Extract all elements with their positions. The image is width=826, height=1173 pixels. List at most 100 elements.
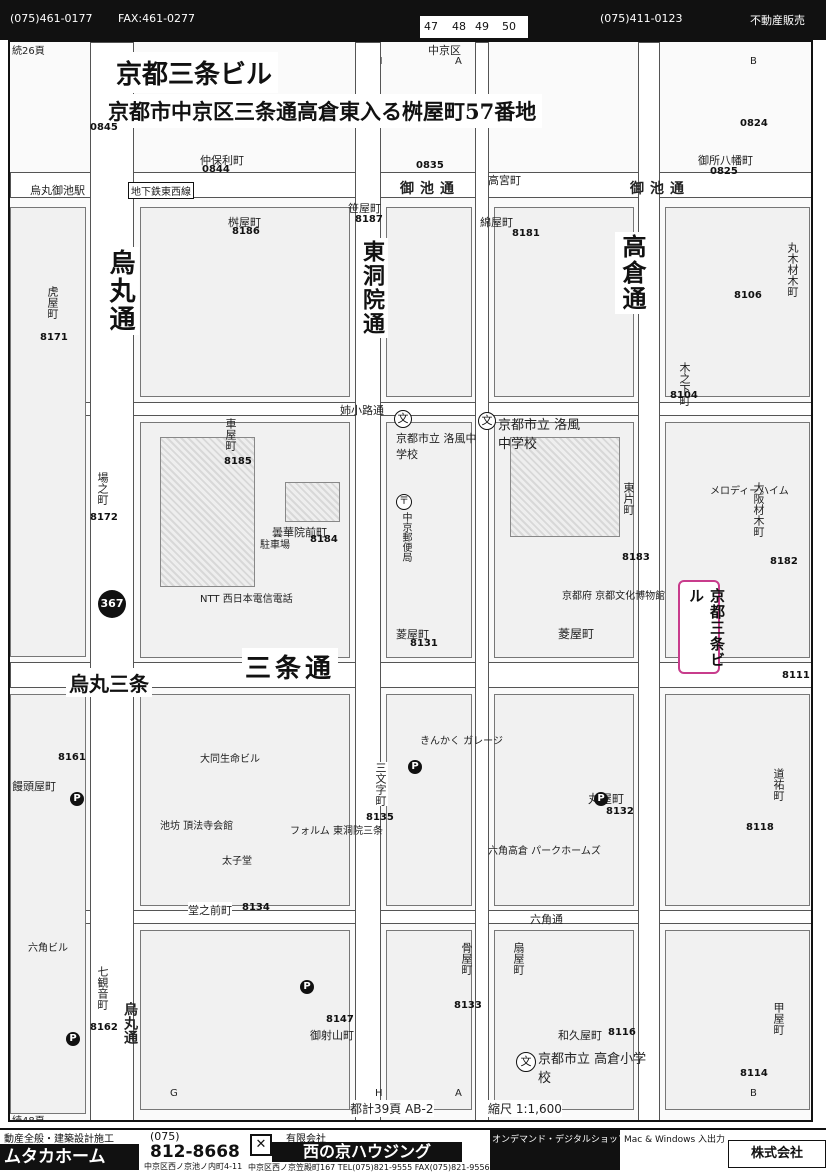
rokkaku-building[interactable]: 六角ビル xyxy=(28,943,68,954)
town-sanmonji: 三文字町 xyxy=(372,762,388,806)
town-code: 8147 xyxy=(326,1014,354,1025)
header-tel-right: (075)411-0123 xyxy=(600,12,683,25)
town-code: 8172 xyxy=(90,512,118,523)
school-icon: 文 xyxy=(478,412,496,430)
town-dounomae: 堂之前町 xyxy=(188,902,232,918)
ad-left-tel-area: (075) xyxy=(150,1130,180,1143)
street-higashinotoin: 東洞院通 xyxy=(356,238,388,338)
header-right-note: 不動産販売 xyxy=(750,14,805,27)
town-code: 8116 xyxy=(608,1027,636,1038)
street-oike: 御池通 xyxy=(400,181,460,197)
map-block xyxy=(386,207,472,397)
map-scale: 縮尺 1:1,600 xyxy=(488,1100,562,1117)
map-block xyxy=(386,930,472,1110)
town-code: 0835 xyxy=(416,160,444,171)
map-block xyxy=(140,207,350,397)
grid-letter: B xyxy=(750,1088,757,1099)
town-code: 8162 xyxy=(90,1022,118,1033)
town-shichikannon: 七観音町 xyxy=(94,966,110,1010)
school-rakufu-left[interactable]: 京都市立 洛風中学校 xyxy=(396,432,477,461)
street-oike-east: 御池通 xyxy=(630,181,690,197)
header-fax-left: FAX:461-0277 xyxy=(118,12,196,25)
street-sanjo: 三条通 xyxy=(242,648,339,685)
town-code: 8132 xyxy=(606,806,634,817)
town-osakazaimoku: 大阪材木町 xyxy=(752,482,765,537)
town-code: 8182 xyxy=(770,556,798,567)
ad-left-address: 中京区西ノ京池ノ内町4-11 xyxy=(144,1162,243,1171)
town-misayama: 御射山町 xyxy=(310,1029,354,1042)
town-higashikata: 東片町 xyxy=(622,482,635,515)
map-building-ntt xyxy=(160,437,255,587)
target-building-marker[interactable]: 京都三条ビル xyxy=(678,580,726,674)
page-number: 47 xyxy=(424,20,438,33)
district-label: 中京区 xyxy=(428,44,461,57)
town-doyu: 道祐町 xyxy=(772,768,785,801)
street-karasuma-sanjo: 烏丸三条 xyxy=(66,668,152,697)
town-manju: 饅頭屋町 xyxy=(12,780,56,793)
town-kabuto: 甲屋町 xyxy=(772,1002,785,1035)
map-block xyxy=(665,207,810,397)
town-wakuya: 和久屋町 xyxy=(558,1029,602,1042)
ad-center-company[interactable]: 西の京ハウジング xyxy=(272,1142,462,1162)
town-code: 8134 xyxy=(242,902,270,913)
town-sasaya: 笹屋町 xyxy=(348,202,381,215)
town-kurumaya: 車屋町 xyxy=(224,418,237,451)
ikenobo-hall[interactable]: 池坊 頂法寺会館 xyxy=(160,821,234,832)
map-area[interactable]: 中京区 続26頁 H A B 京都三条ビル 京都市中京区三条通高倉東入る桝屋町5… xyxy=(8,40,813,1122)
ad-left-tagline: 動産全般・建築設計施工 xyxy=(4,1134,114,1145)
town-hishiya: 菱屋町 xyxy=(396,628,429,641)
ad-left-tel[interactable]: 812-8668 xyxy=(150,1142,240,1162)
formum-building[interactable]: フォルム 東洞院三条 xyxy=(290,826,383,837)
station-karasuma-oike[interactable]: 烏丸御池駅 xyxy=(30,184,85,197)
town-code: 8131 xyxy=(410,638,438,649)
grid-letter: A xyxy=(455,56,462,67)
map-block xyxy=(386,694,472,906)
building-name: 京都三条ビル xyxy=(110,52,279,93)
town-code: 8181 xyxy=(512,228,540,239)
town-code: 8135 xyxy=(366,812,394,823)
grid-note-bottom: 続48頁 xyxy=(12,1116,45,1122)
school-icon: 文 xyxy=(516,1052,536,1072)
museum-label[interactable]: 京都府 京都文化博物館 xyxy=(562,591,666,602)
road-karasuma xyxy=(90,42,134,1120)
parking-label: 駐車場 xyxy=(260,540,290,551)
town-code: 0825 xyxy=(710,166,738,177)
town-code: 8171 xyxy=(40,332,68,343)
town-ougiya: 扇屋町 xyxy=(512,942,525,975)
parking-icon: P xyxy=(594,792,608,806)
street-karasuma: 烏丸通 xyxy=(102,247,139,335)
ad-right-detail: Mac & Windows 入出力 xyxy=(624,1135,726,1145)
kinkaku-garage[interactable]: きんかく ガレージ xyxy=(420,736,503,747)
building-address: 京都市中京区三条通高倉東入る桝屋町57番地 xyxy=(102,94,543,128)
taishido[interactable]: 太子堂 xyxy=(222,856,252,867)
town-code: 8185 xyxy=(224,456,252,467)
street-aneyakoji: 姉小路通 xyxy=(340,404,384,417)
town-wataya: 綿屋町 xyxy=(480,216,513,229)
town-code: 0845 xyxy=(90,122,118,133)
ad-center-logo-icon: ✕ xyxy=(250,1134,272,1156)
post-office-label[interactable]: 中京郵便局 xyxy=(400,512,411,562)
town-code: 8161 xyxy=(58,752,86,763)
ad-right-company[interactable]: 株式会社 xyxy=(728,1140,826,1168)
town-code: 8104 xyxy=(670,390,698,401)
page-number: 49 xyxy=(475,20,489,33)
ntt-label[interactable]: NTT 西日本電信電話 xyxy=(200,594,293,605)
town-takamiya: 高宮町 xyxy=(488,174,521,187)
town-code: 8133 xyxy=(454,1000,482,1011)
ad-left-company[interactable]: ムタカホーム xyxy=(0,1144,139,1170)
town-goshohachiman: 御所八幡町 xyxy=(698,154,753,167)
town-code: 0824 xyxy=(740,118,768,129)
parking-icon: P xyxy=(66,1032,80,1046)
melody-heim[interactable]: メロディーハイム xyxy=(710,486,789,497)
daidou-building[interactable]: 大同生命ビル xyxy=(200,754,260,765)
map-block xyxy=(494,930,634,1110)
subway-line-label: 地下鉄東西線 xyxy=(128,182,194,199)
ad-right-shop[interactable]: オンデマンド・デジタルショップ xyxy=(490,1130,627,1170)
school-rakufu-right[interactable]: 京都市立 洛風中学校 xyxy=(498,418,581,452)
rokkaku-park[interactable]: 六角高倉 パークホームズ xyxy=(488,846,601,857)
map-block xyxy=(665,694,810,906)
street-rokkaku: 六角通 xyxy=(530,913,563,926)
school-takakura[interactable]: 京都市立 高倉小学校 xyxy=(538,1052,647,1086)
ad-center-kind: 有限会社 xyxy=(286,1134,326,1145)
town-code: 8184 xyxy=(310,534,338,545)
